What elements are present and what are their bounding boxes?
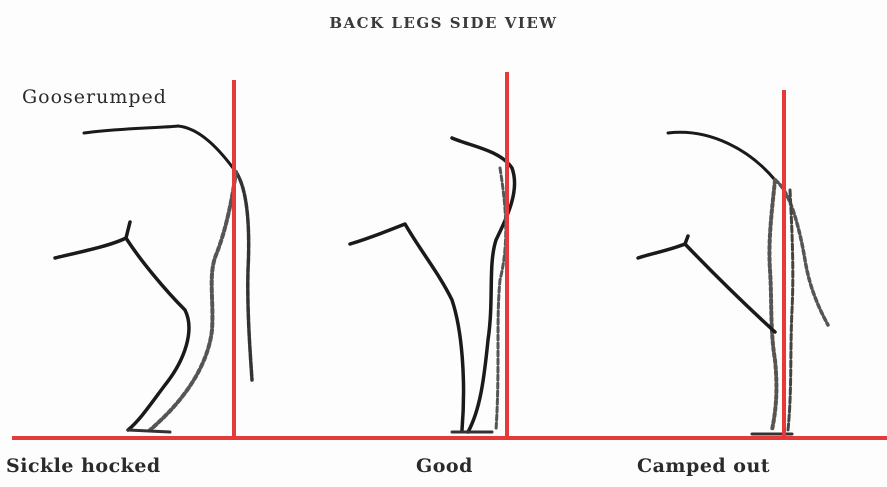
good-leg-drawing bbox=[350, 138, 515, 432]
label-sickle-hocked: Sickle hocked bbox=[6, 455, 161, 477]
label-good: Good bbox=[416, 455, 473, 477]
camped-out-leg-drawing bbox=[638, 132, 828, 434]
label-gooserumped: Gooserumped bbox=[22, 86, 167, 108]
sickle-hocked-leg-drawing bbox=[55, 126, 252, 432]
label-camped-out: Camped out bbox=[637, 455, 770, 477]
